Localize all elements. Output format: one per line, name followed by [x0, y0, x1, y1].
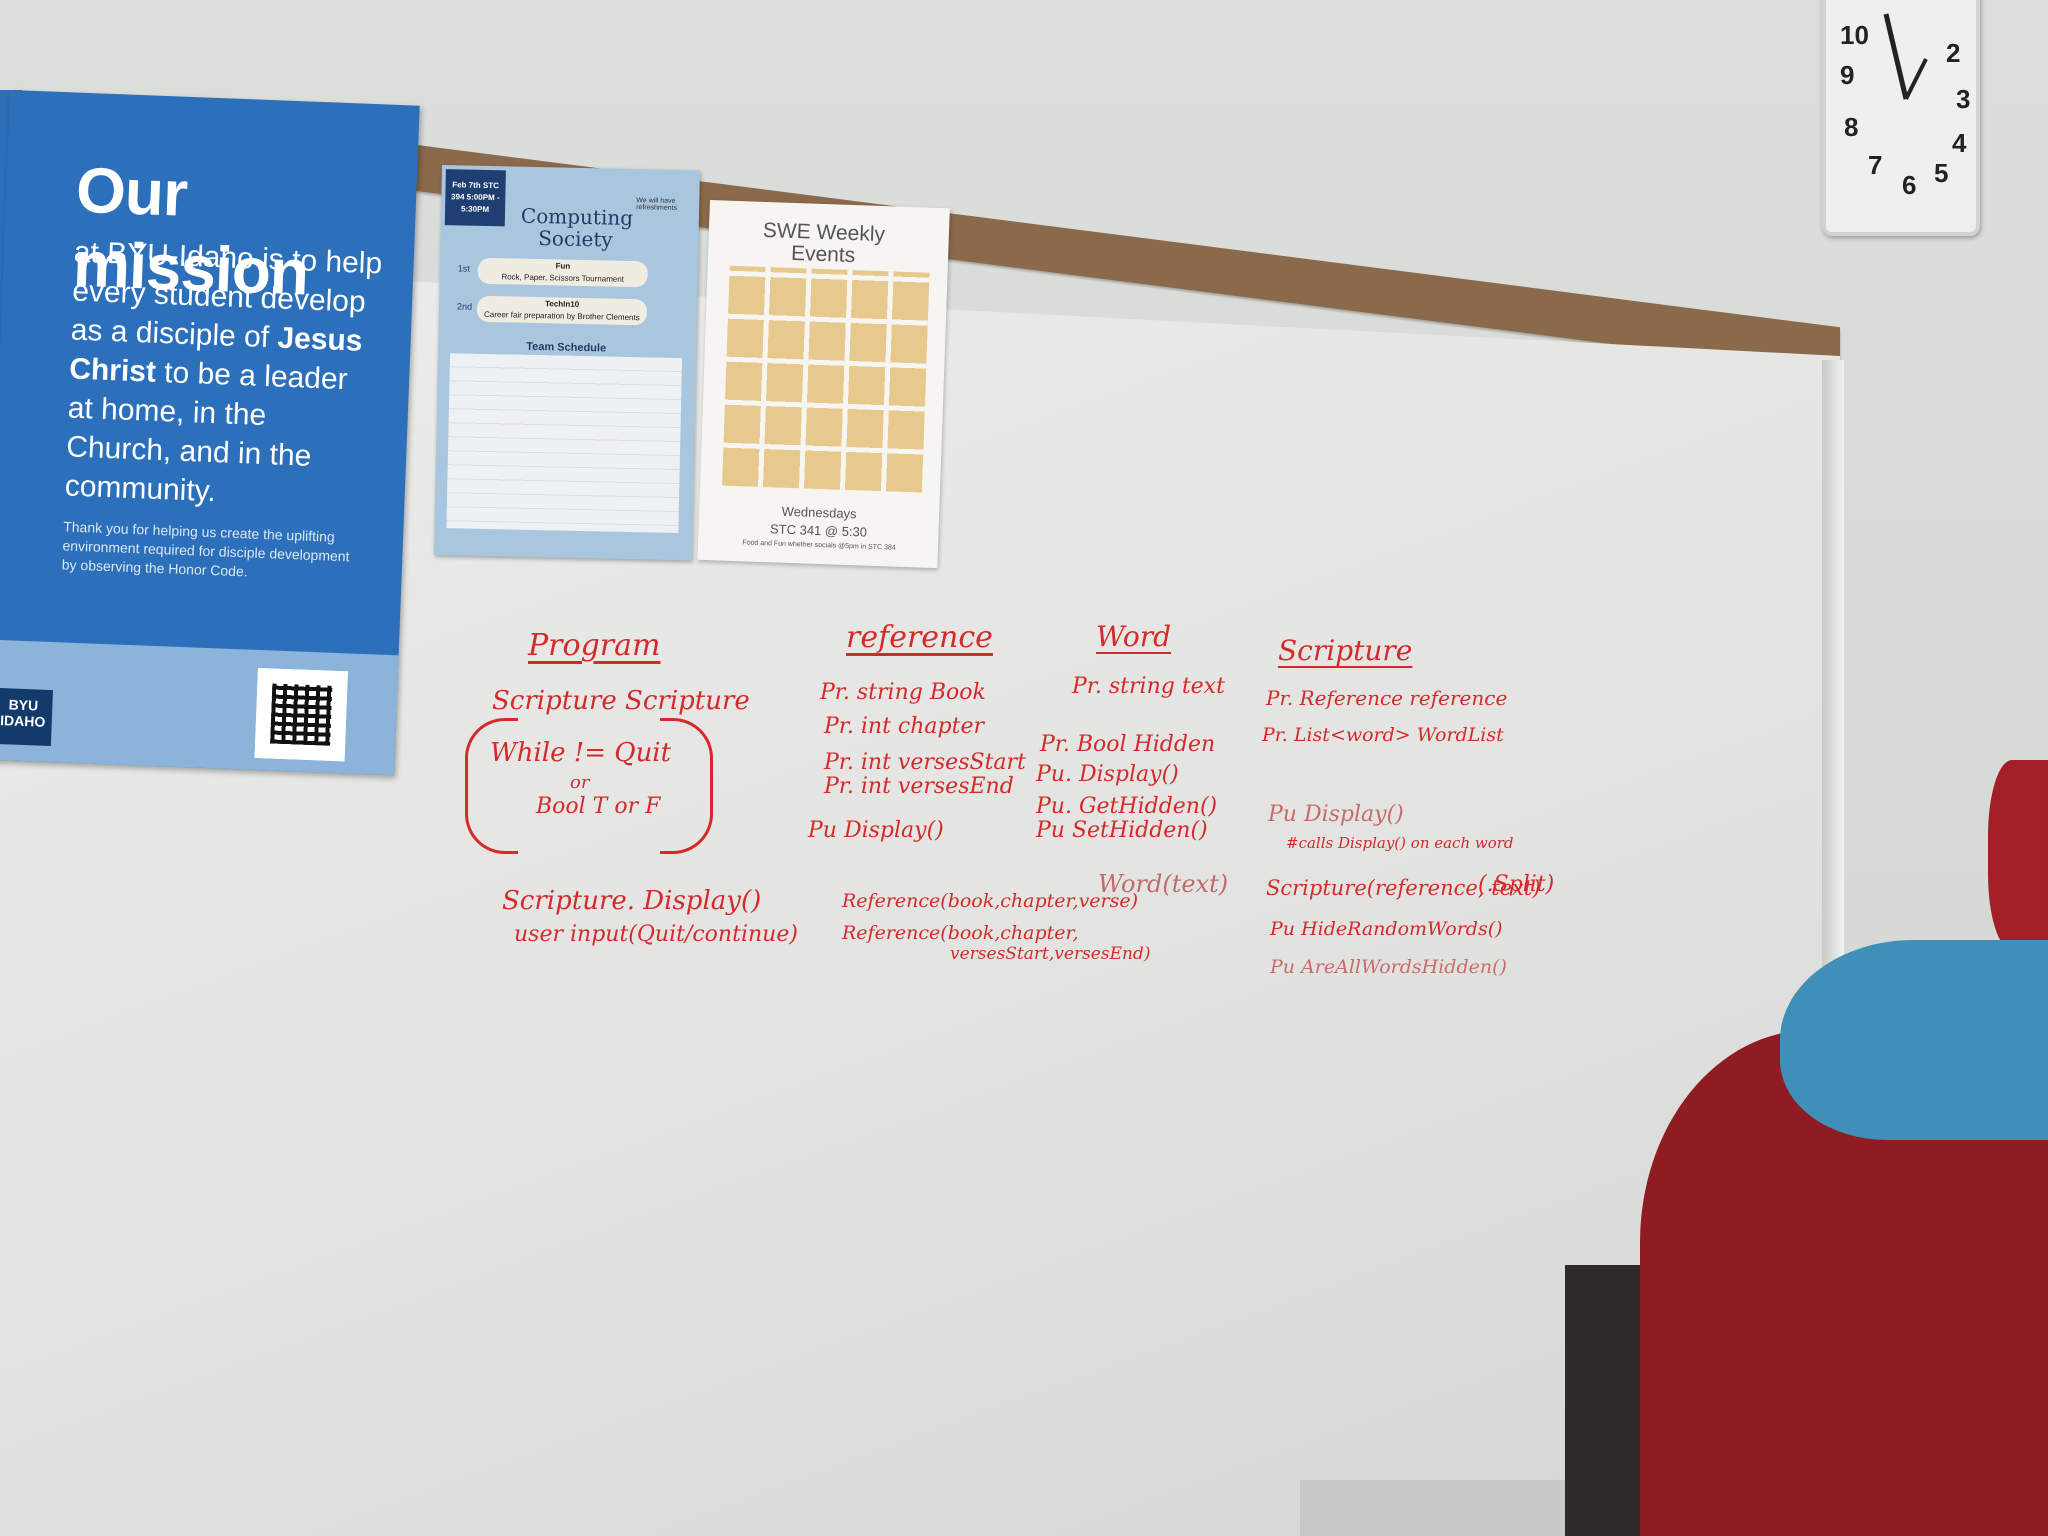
program-call: user input(Quit/continue): [514, 922, 798, 947]
event-calendar-grid: [722, 265, 930, 493]
reference-constructor: versesStart,versesEnd): [950, 944, 1151, 964]
clock-number: 7: [1868, 150, 1883, 180]
rank-label: 2nd: [456, 301, 473, 312]
word-header: Word: [1096, 620, 1172, 653]
rank-label: 1st: [457, 263, 470, 274]
scripture-method: Pu AreAllWordsHidden(): [1270, 956, 1507, 978]
mission-thanks: Thank you for helping us create the upli…: [61, 518, 350, 580]
program-line: Scripture Scripture: [492, 686, 750, 716]
word-constructor: Word(text): [1098, 870, 1229, 898]
scripture-method: Pu Display(): [1268, 802, 1404, 827]
clock-number: 6: [1902, 170, 1917, 200]
reference-member: Pr. int versesStart: [824, 750, 1026, 775]
schedule-table: [446, 353, 683, 534]
clock-number: 10: [1840, 20, 1869, 50]
reference-member: Pr. string Book: [820, 680, 986, 705]
clock-hands-icon: [1883, 13, 1928, 100]
clock-number: 3: [1956, 84, 1971, 114]
program-header: Program: [528, 628, 661, 663]
clock-number: 5: [1934, 158, 1949, 188]
loop-condition: or: [570, 772, 590, 793]
refreshments-note: We will have refreshments: [636, 197, 678, 212]
clock-number: 9: [1840, 60, 1855, 90]
scripture-comment: #calls Display() on each word: [1286, 834, 1514, 852]
qr-code-icon: [254, 667, 348, 762]
loop-condition: Bool T or F: [536, 794, 661, 819]
scripture-split-note: (.Split): [1478, 872, 1555, 897]
swe-title: SWE Weekly Events: [762, 218, 886, 268]
reference-member: Pr. int versesEnd: [824, 774, 1014, 799]
person-hat: [1988, 760, 2048, 950]
byu-idaho-logo: BYU IDAHO: [0, 687, 53, 747]
computing-society-poster: Feb 7th STC 394 5:00PM - 5:30PM Computin…: [433, 165, 700, 561]
clock-number: 2: [1946, 38, 1961, 68]
loop-condition: While != Quit: [490, 738, 672, 768]
scripture-header: Scripture: [1278, 634, 1413, 667]
scripture-member: Pr. Reference reference: [1266, 686, 1508, 710]
scripture-method: Pu HideRandomWords(): [1270, 918, 1503, 940]
reference-header: reference: [846, 620, 993, 655]
word-method: Pu. Display(): [1036, 762, 1179, 787]
word-method: Pu. GetHidden(): [1036, 794, 1218, 819]
mission-body: at BYU-Idaho is to help every student de…: [64, 235, 383, 509]
word-member: Pr. string text: [1072, 674, 1225, 699]
reference-method: Pu Display(): [808, 818, 944, 843]
person-hood: [1780, 940, 2048, 1140]
word-member: Pr. Bool Hidden: [1040, 732, 1216, 757]
reference-constructor: Reference(book,chapter,: [842, 922, 1079, 944]
wall-clock: 10 2 9 3 8 4 7 6 5: [1822, 0, 1980, 236]
clock-number: 4: [1952, 128, 1967, 158]
scripture-constructor: Scripture(reference, text): [1266, 876, 1541, 900]
program-call: Scripture. Display(): [502, 886, 762, 916]
reference-constructor: Reference(book,chapter,verse): [842, 890, 1139, 912]
reference-member: Pr. int chapter: [824, 714, 984, 739]
clock-number: 8: [1844, 112, 1859, 142]
poster-title: Computing Society: [520, 203, 634, 252]
scripture-member: Pr. List<word> WordList: [1262, 724, 1504, 746]
event-date-badge: Feb 7th STC 394 5:00PM - 5:30PM: [444, 169, 506, 227]
word-method: Pu SetHidden(): [1036, 818, 1208, 843]
mission-poster: Our mission at BYU-Idaho is to help ever…: [0, 90, 420, 776]
